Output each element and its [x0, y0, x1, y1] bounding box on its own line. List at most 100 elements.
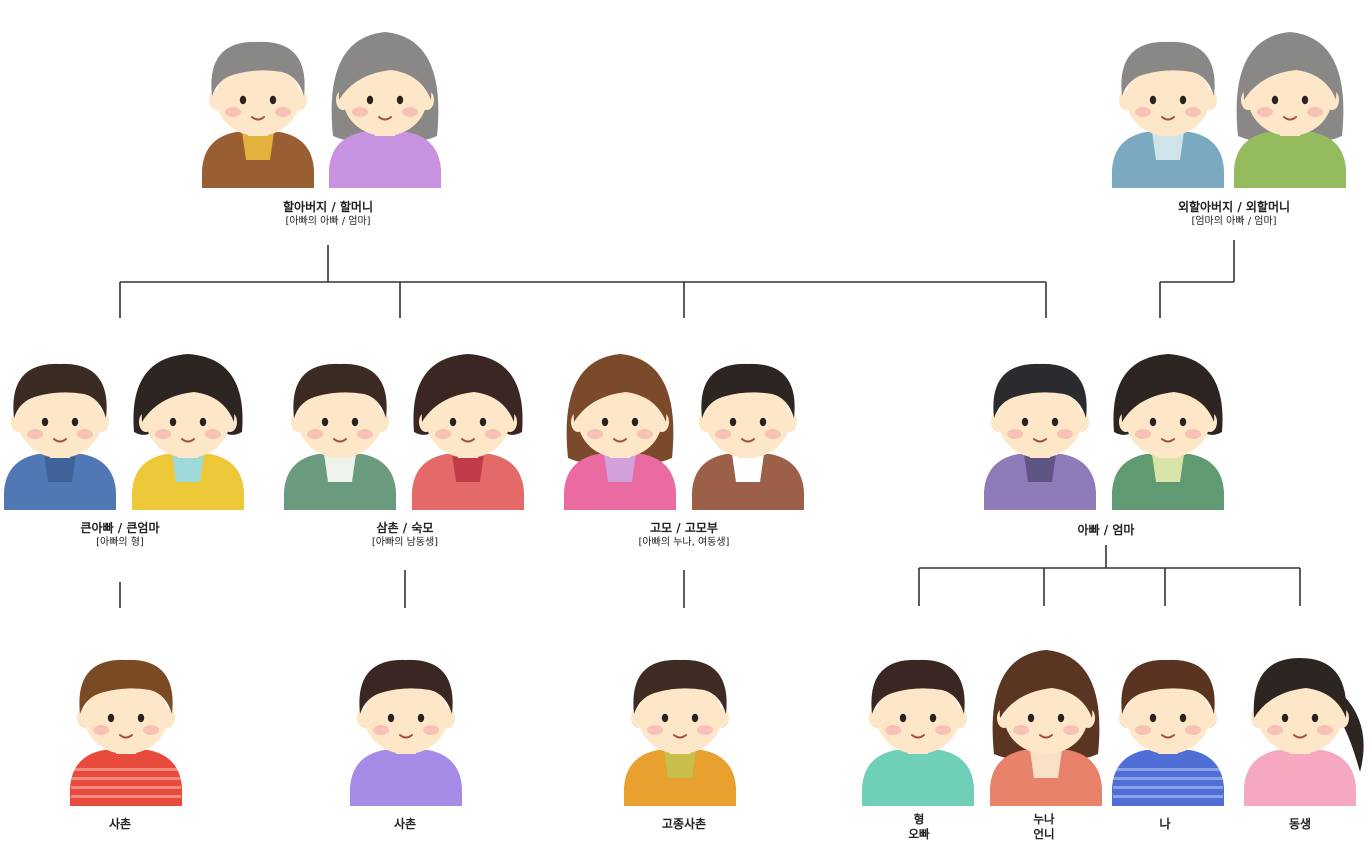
cheek	[647, 725, 663, 735]
mouth	[741, 438, 755, 443]
mouth	[613, 438, 627, 443]
label-me-text: 나	[1159, 817, 1171, 831]
face	[706, 382, 790, 458]
people	[4, 32, 1364, 806]
eye	[387, 713, 395, 723]
label-uncle-sub: [아빠의 남동생]	[371, 537, 439, 548]
cheek	[1063, 725, 1079, 735]
cheek	[1135, 429, 1151, 439]
hair	[993, 363, 1087, 418]
cheek	[155, 429, 171, 439]
hair	[701, 363, 795, 418]
cheek	[1317, 725, 1333, 735]
shirt	[350, 750, 462, 806]
person-paternal-aunt	[564, 354, 676, 510]
label-me: 나	[1125, 816, 1205, 832]
label-older-brother-line2: 오빠	[908, 827, 930, 841]
person-mother	[1112, 354, 1224, 510]
cheek	[93, 725, 109, 735]
cheek	[1135, 107, 1151, 117]
label-grandparents: 할아버지 / 할머니 [아빠의 아빠 / 엄마]	[228, 199, 428, 229]
cheek	[1185, 725, 1201, 735]
cheek	[225, 107, 241, 117]
eye	[1179, 417, 1187, 427]
person-cousin-1	[70, 659, 182, 806]
eye	[107, 713, 115, 723]
person-big-aunt	[132, 354, 244, 510]
shirt-stripe	[1113, 777, 1223, 780]
shirt	[1234, 132, 1346, 188]
face	[84, 678, 168, 754]
hair	[573, 362, 667, 422]
hair	[871, 659, 965, 714]
face	[1004, 678, 1088, 754]
cheek	[352, 107, 368, 117]
face	[1126, 382, 1210, 458]
label-cousin-1: 사촌	[70, 816, 170, 832]
collar	[172, 454, 204, 482]
eye	[1149, 95, 1157, 105]
label-younger-sibling-text: 동생	[1288, 817, 1312, 831]
hair	[1121, 362, 1215, 422]
eye	[1179, 713, 1187, 723]
cheek	[1185, 107, 1201, 117]
label-cousin-2-text: 사촌	[393, 817, 417, 831]
collar	[604, 454, 636, 482]
cheek	[307, 429, 323, 439]
label-grandparents-sub: [아빠의 아빠 / 엄마]	[285, 216, 371, 227]
cheek	[435, 429, 451, 439]
hair	[359, 659, 453, 714]
label-older-brother: 형 오빠	[879, 812, 959, 842]
label-big-uncle-main: 큰아빠 / 큰엄마	[80, 521, 160, 535]
mouth	[378, 116, 392, 121]
mouth	[399, 734, 413, 739]
shirt-stripe	[1113, 768, 1223, 771]
label-maternal-grandparents-sub: [엄마의 아빠 / 엄마]	[1191, 216, 1277, 227]
person-younger-sibling	[1244, 658, 1364, 806]
mouth	[1161, 438, 1175, 443]
person-grandfather	[202, 41, 314, 188]
eye	[661, 713, 669, 723]
person-aunt-by-marriage	[412, 354, 524, 510]
person-big-uncle	[4, 363, 116, 510]
mouth	[1161, 116, 1175, 121]
eye	[479, 417, 487, 427]
face	[1258, 678, 1342, 754]
person-paternal-aunt-husband	[692, 363, 804, 510]
mouth	[1283, 116, 1297, 121]
mouth	[461, 438, 475, 443]
collar	[1024, 454, 1056, 482]
eye	[71, 417, 79, 427]
cheek	[275, 107, 291, 117]
hair	[79, 659, 173, 714]
cheek	[1257, 107, 1273, 117]
label-older-sister: 누나 언니	[1004, 812, 1084, 842]
hair	[1121, 659, 1215, 714]
collar	[452, 454, 484, 482]
shirt-stripe	[1113, 795, 1223, 798]
face	[1248, 60, 1332, 136]
cheek	[143, 725, 159, 735]
eye	[929, 713, 937, 723]
connector-lines	[119, 240, 1301, 608]
shirt	[1112, 750, 1224, 806]
mouth	[1293, 734, 1307, 739]
cheek	[715, 429, 731, 439]
shirt-stripe	[71, 777, 181, 780]
eye	[396, 95, 404, 105]
eye	[1149, 713, 1157, 723]
face	[578, 382, 662, 458]
eye	[1301, 95, 1309, 105]
cheek	[1135, 725, 1151, 735]
label-cousin-1-text: 사촌	[108, 817, 132, 831]
hair	[1243, 40, 1337, 100]
face	[343, 60, 427, 136]
shirt-stripe	[71, 795, 181, 798]
eye	[1271, 95, 1279, 105]
face	[216, 60, 300, 136]
cheek	[1057, 429, 1073, 439]
hair	[338, 40, 432, 100]
collar	[1152, 132, 1184, 160]
cheek	[1013, 725, 1029, 735]
eye	[269, 95, 277, 105]
